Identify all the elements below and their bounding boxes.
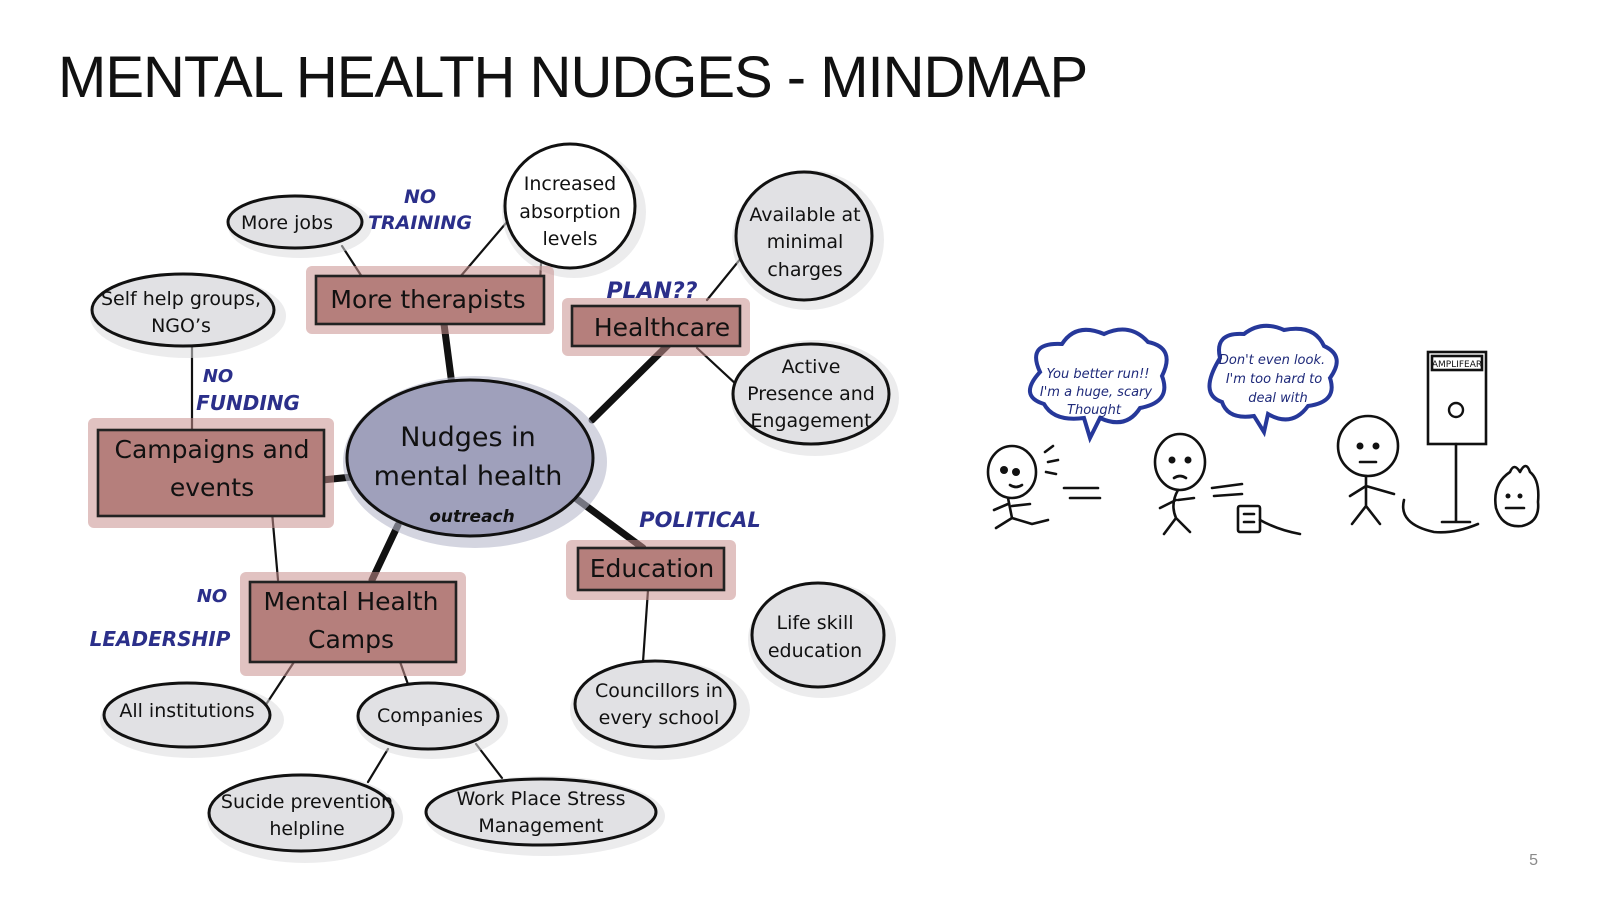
annotation-no-leadership-line2: LEADERSHIP xyxy=(90,627,231,651)
leaf-workplace-stress: Work Place Stress Management xyxy=(424,776,665,856)
leaf-available: Available at minimal charges xyxy=(732,170,884,310)
branch-healthcare-label: Healthcare xyxy=(594,313,730,342)
leaf-life-skill-line2: education xyxy=(768,640,862,662)
sketch-illustration: You better run!! I'm a huge, scary Thoug… xyxy=(986,323,1540,536)
branch-campaigns-line1: Campaigns and xyxy=(115,435,310,464)
thought-bubble-2: Don't even look. I'm too hard to deal wi… xyxy=(1207,323,1339,438)
center-node: Nudges in mental health outreach xyxy=(343,376,607,548)
branch-campaigns: Campaigns and events xyxy=(88,418,334,528)
leaf-active-line3: Engagement xyxy=(750,410,871,432)
annotation-no-funding-line1: NO xyxy=(203,366,233,387)
stick-figure-walking xyxy=(1153,432,1302,536)
stick-figure-running xyxy=(986,444,1102,530)
center-node-line1: Nudges in xyxy=(400,422,535,453)
edge-center-camps xyxy=(368,521,402,584)
center-node-line2: mental health xyxy=(374,461,563,492)
edge-education-councillors xyxy=(641,588,650,664)
leaf-available-line2: minimal xyxy=(767,231,844,253)
leaf-suicide-line2: helpline xyxy=(269,818,344,840)
stick-figure-pointing xyxy=(1336,414,1480,534)
bubble-2-line3: deal with xyxy=(1248,391,1308,406)
branch-education-label: Education xyxy=(590,554,714,583)
leaf-more-jobs: More jobs xyxy=(226,194,372,258)
thought-bubble-1: You better run!! I'm a huge, scary Thoug… xyxy=(1028,327,1169,444)
leaf-councillors-line2: every school xyxy=(599,707,720,729)
bubble-1-line2: I'm a huge, scary xyxy=(1040,385,1153,400)
branch-more-therapists-label: More therapists xyxy=(330,285,525,314)
leaf-suicide-helpline: Sucide prevention helpline xyxy=(207,773,403,863)
bubble-2-line1: Don't even look. xyxy=(1219,353,1325,368)
annotation-political: POLITICAL xyxy=(639,508,761,532)
leaf-life-skill: Life skill education xyxy=(748,581,896,698)
leaf-active-line2: Presence and xyxy=(747,383,875,405)
annotation-no-leadership-line1: NO xyxy=(197,586,227,607)
slide-title: MENTAL HEALTH NUDGES - MINDMAP xyxy=(58,45,1088,110)
leaf-absorption-line2: absorption xyxy=(519,201,621,223)
leaf-active-presence: Active Presence and Engagement xyxy=(731,340,899,456)
leaf-councillors: Councillors in every school xyxy=(570,659,750,760)
edge-center-therapists xyxy=(440,320,456,389)
center-node-annotation: outreach xyxy=(429,507,514,527)
page-number: 5 xyxy=(1529,852,1538,869)
annotation-no-training-line1: NO xyxy=(404,186,436,208)
leaf-all-institutions: All institutions xyxy=(100,681,284,758)
fear-monster xyxy=(1494,464,1540,528)
branch-camps-line2: Camps xyxy=(308,625,394,654)
branch-more-therapists: More therapists xyxy=(306,266,554,334)
bubble-2-line2: I'm too hard to xyxy=(1226,372,1322,387)
branch-education: Education xyxy=(566,540,736,600)
leaf-self-help-line1: Self help groups, xyxy=(101,288,261,310)
annotation-no-funding-line2: FUNDING xyxy=(196,391,300,415)
leaf-self-help: Self help groups, NGO’s xyxy=(90,272,286,358)
branch-campaigns-line2: events xyxy=(170,473,254,502)
branch-camps-line1: Mental Health xyxy=(264,587,439,616)
leaf-available-line3: charges xyxy=(767,259,842,281)
leaf-workplace-line2: Management xyxy=(478,815,603,837)
leaf-self-help-line2: NGO’s xyxy=(151,315,211,337)
leaf-more-jobs-label: More jobs xyxy=(241,212,333,234)
branch-healthcare: Healthcare xyxy=(562,298,750,356)
bubble-1-line3: Thought xyxy=(1067,403,1122,418)
leaf-companies-label: Companies xyxy=(377,705,483,727)
leaf-companies: Companies xyxy=(356,681,508,759)
leaf-available-line1: Available at xyxy=(749,204,860,226)
leaf-absorption: Increased absorption levels xyxy=(502,142,646,278)
bubble-1-line1: You better run!! xyxy=(1046,367,1149,382)
amplifear-sign: AMPLIFEAR xyxy=(1426,350,1488,524)
leaf-absorption-line3: levels xyxy=(542,228,597,250)
edge-center-healthcare xyxy=(588,341,672,424)
leaf-active-line1: Active xyxy=(782,356,841,378)
leaf-life-skill-line1: Life skill xyxy=(776,612,853,634)
leaf-workplace-line1: Work Place Stress xyxy=(456,788,625,810)
sign-label: AMPLIFEAR xyxy=(1432,360,1482,370)
leaf-all-institutions-label: All institutions xyxy=(119,700,254,722)
leaf-absorption-line1: Increased xyxy=(524,173,616,195)
annotation-plan: PLAN?? xyxy=(606,279,697,304)
edge-companies-suicide xyxy=(366,747,390,784)
leaf-councillors-line1: Councillors in xyxy=(595,680,723,702)
leaf-suicide-line1: Sucide prevention xyxy=(221,791,393,813)
annotation-no-training-line2: TRAINING xyxy=(368,212,472,234)
branch-mental-health-camps: Mental Health Camps xyxy=(240,572,466,676)
